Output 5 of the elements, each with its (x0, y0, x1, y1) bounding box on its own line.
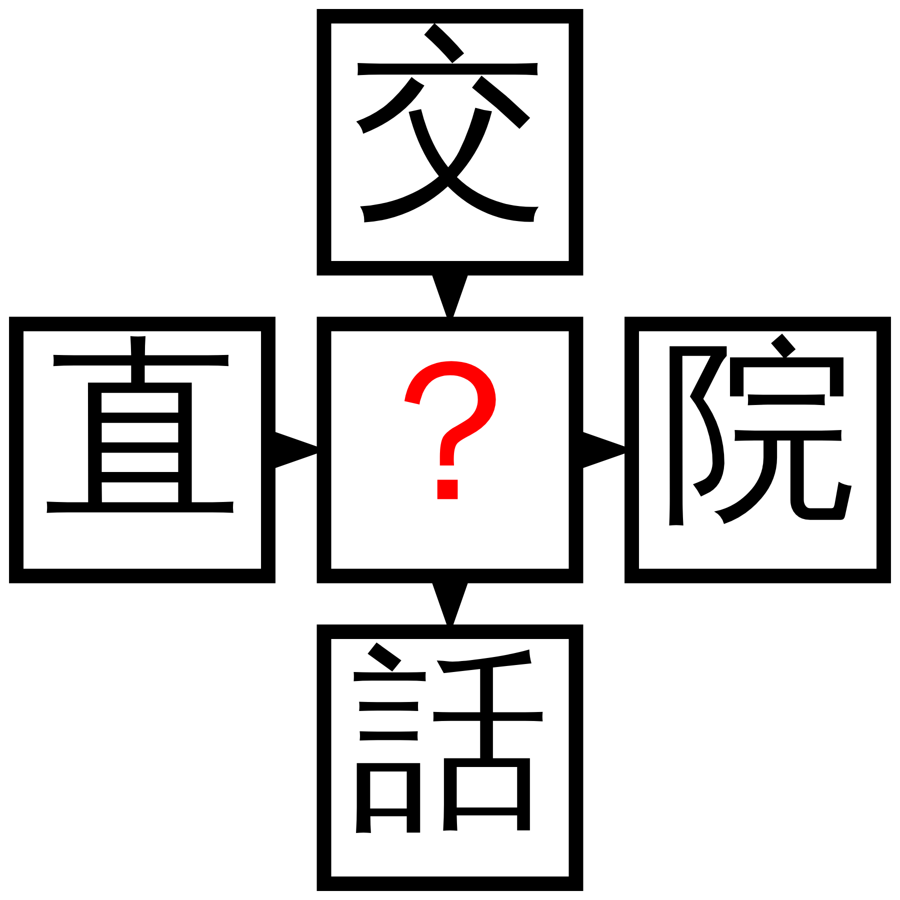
node-box: 院 (624, 316, 891, 584)
node-box: 直 (9, 316, 276, 584)
node-box: 交 (316, 9, 584, 276)
node-box: 話 (316, 624, 584, 891)
node-box: ？ (316, 316, 584, 584)
